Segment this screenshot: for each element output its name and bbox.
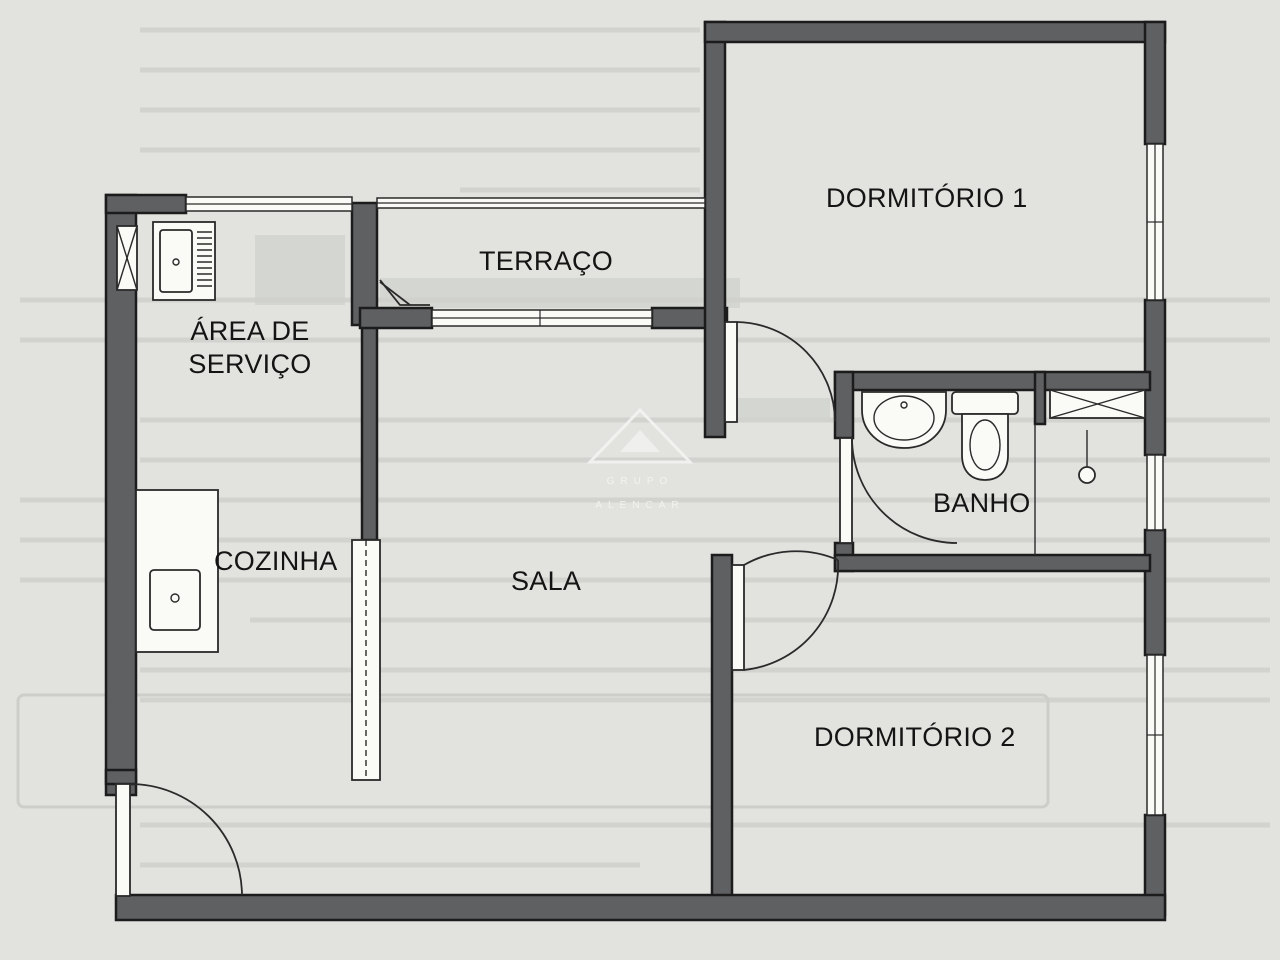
- room-labels: DORMITÓRIO 1 TERRAÇO ÁREA DE SERVIÇO BAN…: [188, 182, 1030, 752]
- label-area-servico-1: ÁREA DE: [190, 316, 309, 346]
- door-terrace: [379, 279, 430, 306]
- bar-counter-icon: [351, 539, 381, 781]
- wall-bath-shower-divider: [1033, 370, 1047, 426]
- wall-partition-mid: [360, 318, 379, 542]
- fixtures: [116, 221, 1146, 781]
- laundry-tank-icon: [152, 221, 216, 301]
- wall-right-upper: [1143, 20, 1167, 146]
- doors: [115, 279, 958, 897]
- bathroom-sink-icon: [861, 391, 947, 449]
- label-dormitorio-2: DORMITÓRIO 2: [814, 721, 1016, 752]
- door-dorm2: [731, 550, 840, 671]
- label-banho: BANHO: [933, 488, 1031, 518]
- watermark-logo: GRUPO ALENCAR: [586, 407, 694, 511]
- windows: [185, 143, 1164, 816]
- window-bath: [1146, 454, 1164, 531]
- wall-partition-upper: [350, 201, 379, 327]
- wall-bath-left-upper: [833, 370, 855, 440]
- label-dormitorio-1: DORMITÓRIO 1: [826, 182, 1028, 213]
- wall-bath-bottom: [833, 553, 1152, 573]
- toilet-icon: [951, 391, 1019, 481]
- shading: [255, 235, 830, 418]
- wall-dorm1-left: [703, 20, 727, 439]
- label-sala: SALA: [511, 566, 581, 596]
- door-dorm1: [724, 321, 836, 423]
- window-terrace-sala: [431, 309, 653, 327]
- window-terrace-top: [376, 197, 706, 209]
- wall-left-top-cap: [104, 193, 188, 215]
- wall-left-bottom-stub: [104, 768, 138, 786]
- wall-bath-top: [833, 370, 1152, 392]
- watermark-line1: GRUPO: [607, 476, 674, 487]
- window-service-top: [185, 196, 353, 212]
- label-area-servico-2: SERVIÇO: [188, 349, 311, 379]
- door-entry: [115, 783, 243, 897]
- watermark-line2: ALENCAR: [595, 500, 684, 511]
- label-cozinha: COZINHA: [214, 546, 338, 576]
- shower-box-icon: [1049, 389, 1146, 419]
- wall-terrace-left: [358, 306, 434, 330]
- wall-dorm2-left: [710, 553, 734, 917]
- water-heater-icon: [116, 225, 138, 291]
- wall-right-mid2: [1143, 528, 1167, 657]
- wall-dorm1-top: [703, 20, 1167, 44]
- window-dorm2: [1146, 654, 1164, 816]
- triangle-logo-icon: [586, 407, 694, 464]
- door-bath: [839, 437, 958, 544]
- kitchen-counter-icon: [135, 489, 219, 653]
- walls: [104, 20, 1167, 922]
- shower-head-icon: [1078, 430, 1096, 484]
- label-terraco: TERRAÇO: [479, 246, 613, 276]
- window-dorm1: [1146, 143, 1164, 301]
- wall-bottom: [114, 893, 1167, 922]
